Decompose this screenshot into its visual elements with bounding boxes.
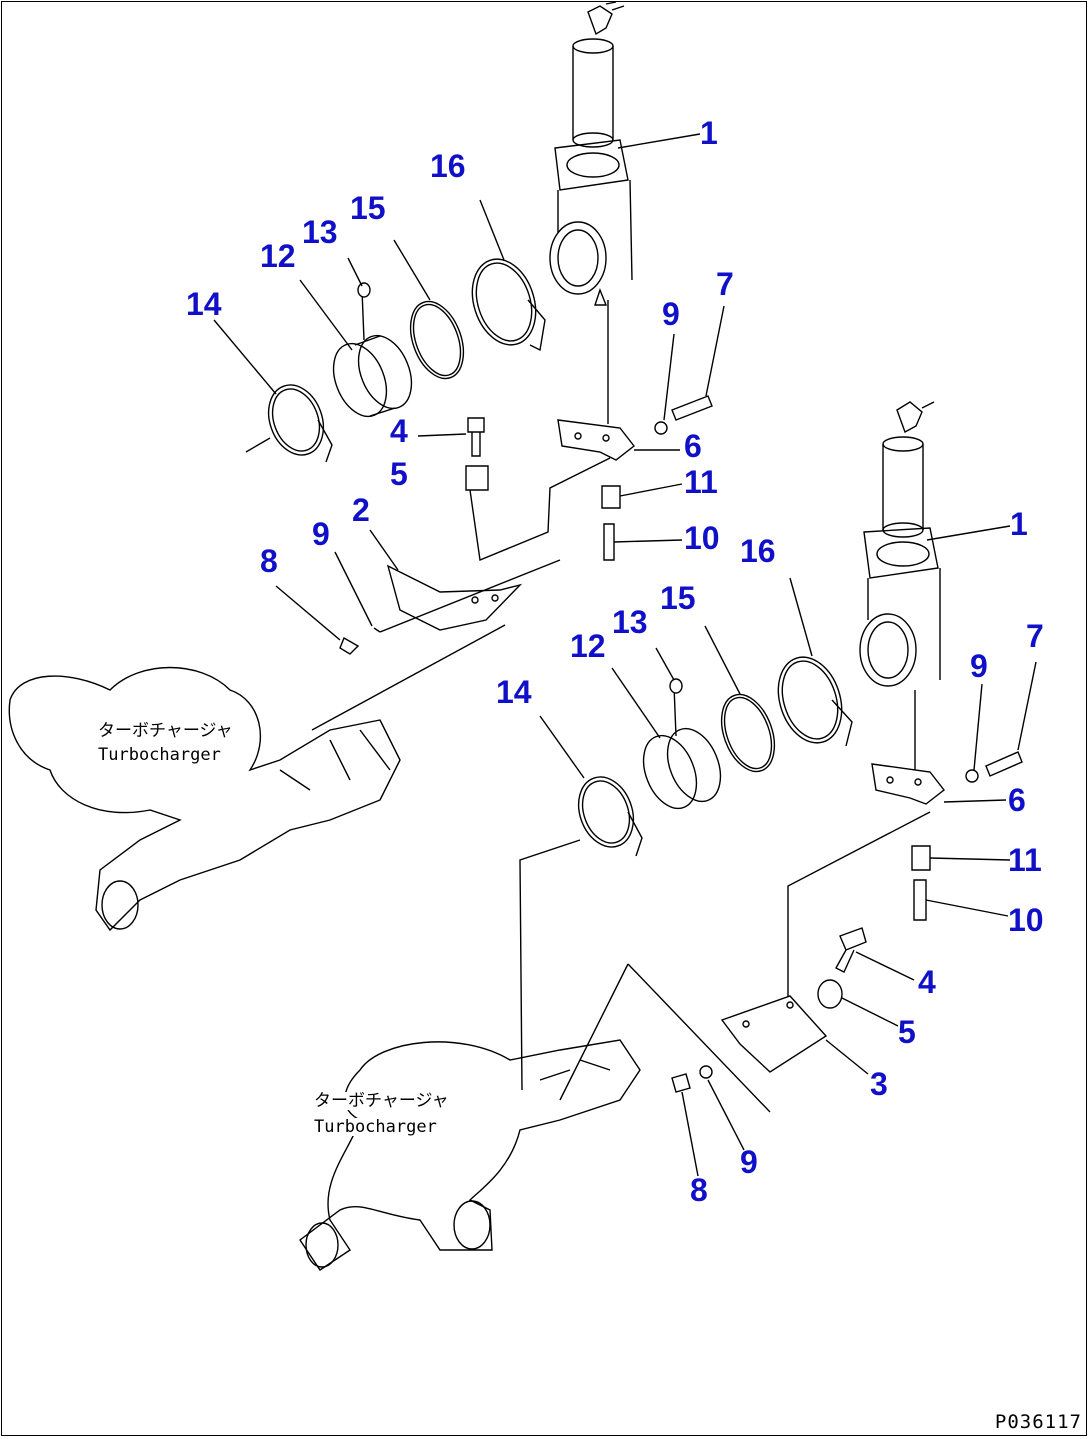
callout-lower-7: 7 xyxy=(1026,618,1044,654)
callout-lower-10: 10 xyxy=(1008,902,1044,938)
turbocharger-upper-label-jp: ターボチャージャ xyxy=(98,721,233,741)
actuator-lower xyxy=(859,401,941,770)
callout-lower-1: 1 xyxy=(1010,506,1028,542)
callout-lower-12: 12 xyxy=(570,628,606,664)
callout-upper-2: 2 xyxy=(352,492,370,528)
callout-upper-15: 15 xyxy=(350,190,386,226)
actuator-upper xyxy=(549,1,633,424)
sleeve-12-lower xyxy=(642,734,698,810)
callout-lower-3: 3 xyxy=(870,1066,888,1102)
turbocharger-upper-label-en: Turbocharger xyxy=(98,745,221,765)
callout-upper-9b: 9 xyxy=(312,516,330,552)
callout-upper-12: 12 xyxy=(260,238,296,274)
callout-lower-4: 4 xyxy=(918,964,936,1000)
clamp-16-upper xyxy=(471,258,537,346)
callout-lower-9a: 9 xyxy=(970,648,988,684)
drawing-code: P036117 xyxy=(994,1411,1082,1433)
ring-15-lower xyxy=(720,693,776,773)
clamp-14-lower xyxy=(577,776,635,848)
callout-lower-11: 11 xyxy=(1008,842,1042,878)
callout-upper-11: 11 xyxy=(684,464,718,500)
turbocharger-upper xyxy=(8,666,401,932)
bracket-3 xyxy=(720,995,828,1073)
callout-upper-1: 1 xyxy=(700,115,718,151)
callout-upper-13: 13 xyxy=(302,214,338,250)
callout-upper-5: 5 xyxy=(390,456,408,492)
leader-lines xyxy=(213,133,1037,1177)
turbocharger-lower-label-jp: ターボチャージャ xyxy=(314,1091,449,1111)
ring-15-upper xyxy=(409,300,465,380)
callout-upper-16: 16 xyxy=(430,148,466,184)
callout-upper-7: 7 xyxy=(716,266,734,302)
callout-upper-9a: 9 xyxy=(662,296,680,332)
callout-lower-15: 15 xyxy=(660,580,696,616)
turbocharger-lower xyxy=(299,1039,641,1271)
bracket-2 xyxy=(386,564,523,631)
callout-lower-14: 14 xyxy=(496,674,532,710)
callout-upper-10: 10 xyxy=(684,520,720,556)
callout-lower-9b: 9 xyxy=(740,1144,758,1180)
clamp-16-lower xyxy=(777,656,843,744)
callout-lower-8: 8 xyxy=(690,1172,708,1208)
callout-lower-13: 13 xyxy=(612,604,648,640)
callout-upper-4: 4 xyxy=(390,413,408,449)
callout-upper-6: 6 xyxy=(684,428,702,464)
clamp-14-upper xyxy=(267,384,325,456)
turbocharger-lower-label-en: Turbocharger xyxy=(314,1117,437,1137)
callout-upper-8: 8 xyxy=(260,543,278,579)
callout-upper-14: 14 xyxy=(186,286,222,322)
callout-lower-6: 6 xyxy=(1008,782,1026,818)
callout-lower-16: 16 xyxy=(740,533,776,569)
callout-lower-5: 5 xyxy=(898,1014,916,1050)
